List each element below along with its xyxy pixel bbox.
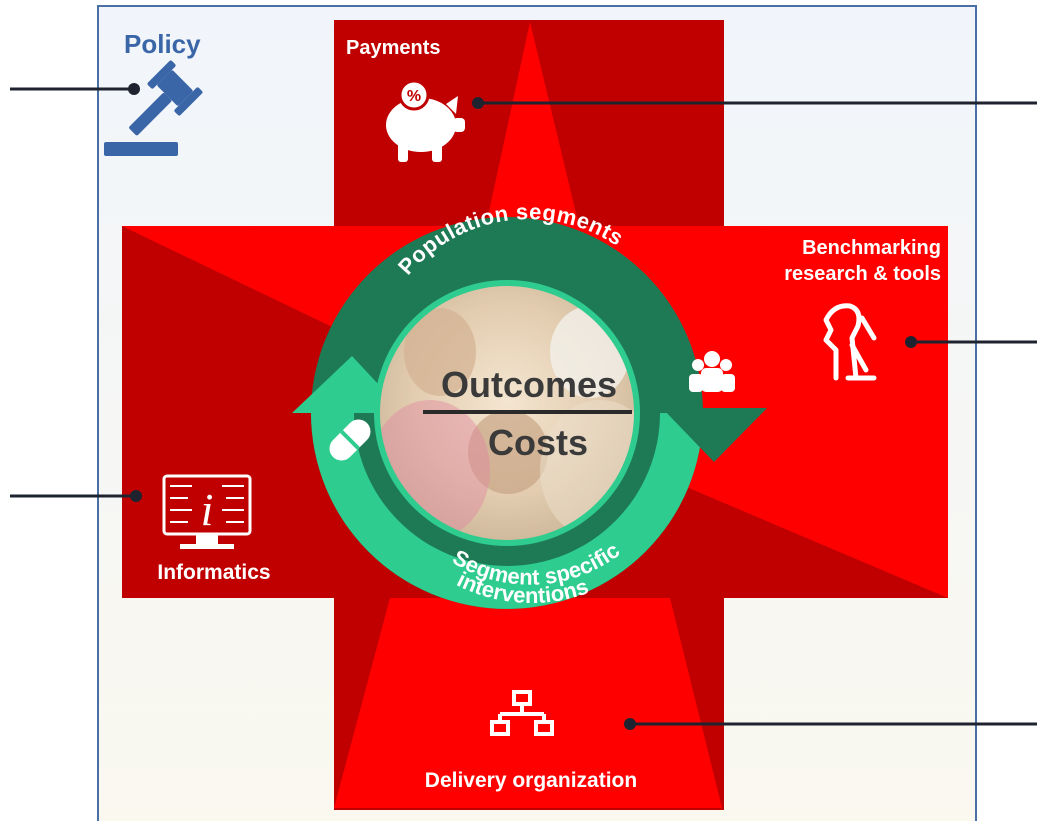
researcher-microscope-icon xyxy=(823,303,877,381)
info-monitor-icon: i xyxy=(162,474,252,549)
policy-connector-dot xyxy=(128,83,140,95)
costs-label: Costs xyxy=(488,422,588,463)
delivery-connector-dot xyxy=(624,718,636,730)
ring-lower-half xyxy=(311,413,703,609)
cross-top-beam xyxy=(485,22,580,230)
informatics-icon-symbol: i xyxy=(201,484,214,535)
informatics-connector-dot xyxy=(130,490,142,502)
payments-label: Payments xyxy=(346,37,441,59)
payments-connector-dot xyxy=(472,97,484,109)
informatics-label: Informatics xyxy=(157,561,270,584)
connectors xyxy=(10,83,1037,730)
gavel-icon xyxy=(104,60,203,156)
delivery-label: Delivery organization xyxy=(425,769,637,792)
people-group-icon xyxy=(689,351,735,392)
payments-coin-symbol: % xyxy=(407,88,421,105)
outcomes-label: Outcomes xyxy=(441,364,617,405)
benchmarking-label-line1: Benchmarking xyxy=(802,237,941,259)
benchmarking-connector-dot xyxy=(905,336,917,348)
piggy-bank-icon: % xyxy=(386,79,465,162)
ring-arrow-right xyxy=(662,408,767,462)
benchmarking-label-line2: research & tools xyxy=(784,263,941,285)
org-chart-icon xyxy=(490,690,554,736)
pill-icon xyxy=(329,419,371,461)
policy-label: Policy xyxy=(124,29,201,59)
